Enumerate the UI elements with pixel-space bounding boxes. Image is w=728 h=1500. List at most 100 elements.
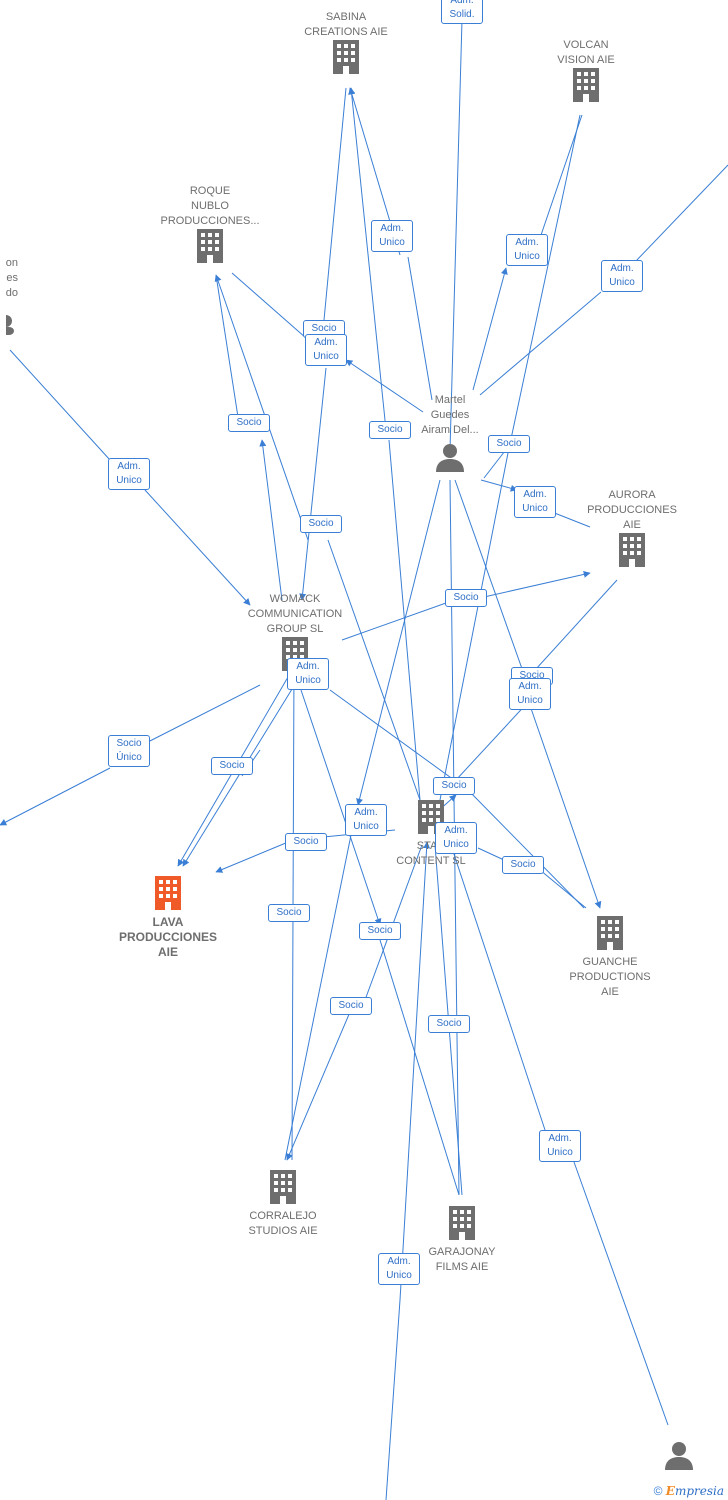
relationship-edge <box>341 602 447 641</box>
node-corralejo-studios[interactable]: CORRALEJO STUDIOS AIE <box>238 1170 328 1239</box>
relationship-edge <box>449 19 463 451</box>
edge-label-adm-unico[interactable]: Adm. Unico <box>539 1130 581 1162</box>
building-icon <box>197 229 223 263</box>
building-icon <box>155 876 181 910</box>
edge-label-socio[interactable]: Socio <box>228 414 270 432</box>
node-label: GARAJONAY FILMS AIE <box>428 1246 496 1273</box>
node-label: AURORA PRODUCCIONES AIE <box>587 489 677 531</box>
node-aurora-producciones[interactable]: AURORA PRODUCCIONES AIE <box>584 488 680 572</box>
relationship-edge <box>480 479 518 492</box>
node-label: Martel Guedes Airam Del... <box>421 394 479 436</box>
node-label: LAVA PRODUCCIONES AIE <box>118 915 217 959</box>
node-label: VOLCAN VISION AIE <box>557 39 615 66</box>
relationship-edge <box>323 87 347 321</box>
relationship-edge <box>379 939 460 1196</box>
copyright-symbol: © <box>653 1484 663 1498</box>
edge-label-adm-unico[interactable]: Adm. Unico <box>108 458 150 490</box>
building-icon <box>270 1170 296 1204</box>
node-sabina-creations[interactable]: SABINA CREATIONS AIE <box>296 10 396 79</box>
relationship-edge <box>407 256 433 401</box>
relationship-edge <box>573 1161 669 1426</box>
relationship-edge <box>551 511 591 528</box>
node-womack-communication[interactable]: WOMACK COMMUNICATION GROUP SL <box>240 592 350 676</box>
person-icon <box>665 1442 693 1470</box>
footer-credit: © Empresia <box>654 1484 724 1498</box>
relationship-edge <box>449 841 546 1131</box>
relationship-edge <box>215 839 294 873</box>
relationship-edge <box>479 291 602 396</box>
relationship-edge <box>0 767 111 826</box>
edge-label-adm-unico[interactable]: Adm. Unico <box>601 260 643 292</box>
node-star-content[interactable]: STAR CONTENT SL <box>386 800 476 869</box>
relationship-edge <box>439 452 509 801</box>
edge-label-adm-unico[interactable]: Adm. Unico <box>514 486 556 518</box>
edge-label-adm-unico[interactable]: Adm. Unico <box>378 1253 420 1285</box>
edge-label-socio[interactable]: Socio <box>211 757 253 775</box>
relationship-edge <box>141 684 261 746</box>
edge-label-socio[interactable]: Socio <box>330 997 372 1015</box>
building-icon <box>573 68 599 102</box>
node-roque-nublo[interactable]: ROQUE NUBLO PRODUCCIONES... <box>155 184 265 268</box>
relationship-edge <box>327 539 421 801</box>
node-garajonay-films[interactable]: GARAJONAY FILMS AIE <box>419 1206 505 1275</box>
edge-label-adm-unico[interactable]: Adm. Unico <box>345 804 387 836</box>
node-label: CORRALEJO STUDIOS AIE <box>248 1210 318 1237</box>
node-guanche-productions[interactable]: GUANCHE PRODUCTIONS AIE <box>562 916 658 1000</box>
edge-label-socio[interactable]: Socio <box>488 435 530 453</box>
node-person-bottom-right[interactable] <box>664 1440 694 1475</box>
relationship-edge <box>483 570 591 598</box>
relationship-edge <box>385 1299 401 1500</box>
relationship-edge <box>284 834 352 1161</box>
edge-label-socio[interactable]: Socio <box>359 922 401 940</box>
relationship-edge <box>507 114 581 454</box>
relationship-edge <box>329 689 455 781</box>
building-icon <box>597 916 623 950</box>
relationship-edge <box>356 479 441 806</box>
building-icon <box>619 533 645 567</box>
relationship-edge <box>539 114 583 239</box>
node-lava-producciones[interactable]: LAVA PRODUCCIONES AIE <box>113 876 223 960</box>
node-label: SABINA CREATIONS AIE <box>304 11 388 38</box>
relationship-edge <box>348 87 387 431</box>
edge-label-socio[interactable]: Socio <box>300 515 342 533</box>
edge-label-socio[interactable]: Socio <box>428 1015 470 1033</box>
relationship-edge <box>215 274 241 431</box>
relationship-edge <box>300 689 382 926</box>
node-label: WOMACK COMMUNICATION GROUP SL <box>247 593 343 635</box>
edge-label-adm-solid[interactable]: Adm. Solid. <box>441 0 483 24</box>
node-label: GUANCHE PRODUCTIONS AIE <box>569 956 651 998</box>
relationship-edge <box>144 489 251 606</box>
node-partial-left-person[interactable]: on es do <box>0 256 18 340</box>
relationship-edge <box>231 272 307 339</box>
edge-label-adm-unico[interactable]: Adm. Unico <box>371 220 413 252</box>
edge-label-adm-unico[interactable]: Adm. Unico <box>509 678 551 710</box>
relationship-edge <box>259 439 283 601</box>
edge-label-socio[interactable]: Socio <box>369 421 411 439</box>
relationship-edge <box>634 164 728 263</box>
relationship-edge <box>472 267 508 391</box>
brand-logo: Empresia <box>665 1484 724 1498</box>
edge-label-socio[interactable]: Socio <box>433 777 475 795</box>
edge-label-adm-unico[interactable]: Adm. Unico <box>435 822 477 854</box>
edge-label-socio[interactable]: Socio <box>502 856 544 874</box>
edge-label-adm-unico[interactable]: Adm. Unico <box>305 334 347 366</box>
node-volcan-vision[interactable]: VOLCAN VISION AIE <box>546 38 626 107</box>
relationship-edge <box>467 789 585 909</box>
edge-label-socio[interactable]: Socio <box>445 589 487 607</box>
edge-label-adm-unico[interactable]: Adm. Unico <box>287 658 329 690</box>
building-icon <box>333 40 359 74</box>
edge-label-adm-unico[interactable]: Adm. Unico <box>506 234 548 266</box>
person-icon <box>436 444 464 472</box>
building-icon <box>449 1206 475 1240</box>
edge-label-socio[interactable]: Socio <box>268 904 310 922</box>
relationship-edge <box>477 847 505 861</box>
node-martel-guedes[interactable]: Martel Guedes Airam Del... <box>410 393 490 477</box>
edge-label-socio[interactable]: Socio <box>285 833 327 851</box>
person-icon <box>0 315 14 335</box>
edge-label-socio-unico[interactable]: Socio Único <box>108 735 150 767</box>
relationship-edge <box>345 359 424 413</box>
relationship-edge <box>399 841 431 1301</box>
relationship-edge <box>286 1011 351 1161</box>
relationship-edge <box>525 579 618 681</box>
relationship-edge <box>525 693 602 909</box>
